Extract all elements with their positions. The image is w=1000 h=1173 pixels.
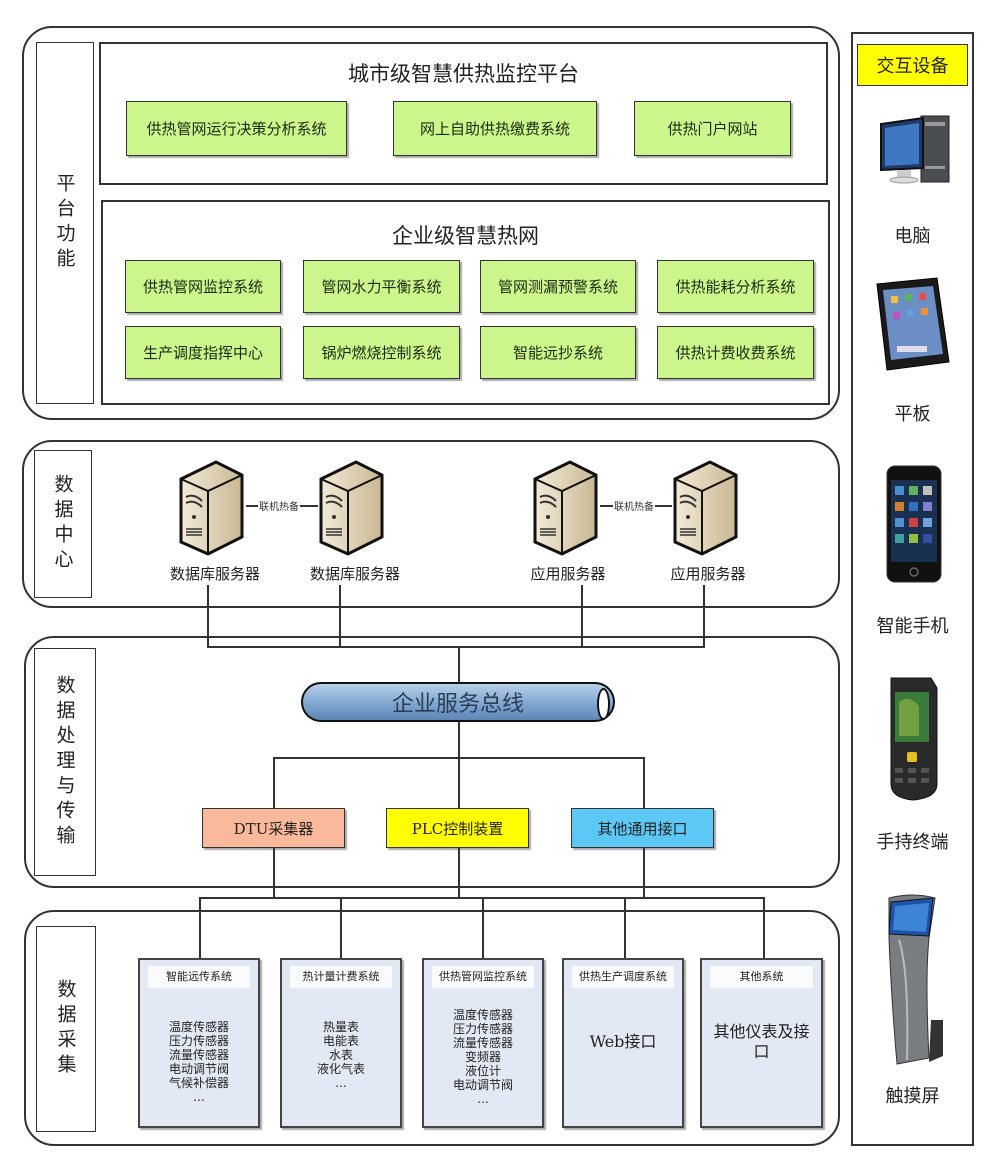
system-box[interactable]: 供热管网监控系统 — [125, 260, 281, 313]
enterprise-service-bus[interactable]: 企业服务总线 — [301, 682, 615, 722]
other-interface[interactable]: 其他通用接口 — [571, 808, 714, 848]
other-meters-label: 其他仪表及接口 — [713, 1022, 810, 1061]
connector — [458, 722, 460, 758]
device-label: 手持终端 — [876, 832, 949, 853]
layer-label-collection: 数据采集 — [36, 926, 96, 1132]
collection-system-title: 其他系统 — [710, 966, 813, 988]
item: 温度传感器 — [452, 1008, 513, 1022]
connector — [458, 757, 460, 809]
enterprise-title: 企业级智慧热网 — [392, 224, 539, 248]
server-icon — [673, 460, 738, 556]
collection-items: 温度传感器 压力传感器 流量传感器 电动调节阀 气候补偿器 ... — [140, 1020, 258, 1104]
server-label: 应用服务器 — [530, 565, 606, 583]
handheld-terminal-icon[interactable] — [883, 672, 943, 804]
system-box[interactable]: 供热门户网站 — [634, 101, 791, 156]
item: 水表 — [328, 1048, 353, 1062]
item: ... — [477, 1092, 489, 1106]
system-box[interactable]: 供热管网运行决策分析系统 — [126, 101, 347, 156]
connector — [581, 585, 583, 647]
collection-system-title: 供热生产调度系统 — [572, 966, 674, 988]
plc-controller[interactable]: PLC控制装置 — [386, 808, 529, 848]
connector — [643, 757, 645, 809]
connector — [207, 646, 705, 648]
item: ... — [193, 1090, 205, 1104]
collection-system-title: 供热管网监控系统 — [432, 966, 534, 988]
system-box[interactable]: 管网测漏预警系统 — [480, 260, 636, 313]
layer-label-processing: 数据处理与传输 — [34, 648, 96, 876]
connector — [207, 636, 209, 648]
system-box[interactable]: 锅炉燃烧控制系统 — [303, 326, 460, 379]
collection-system[interactable]: 热计量计费系统 热量表 电能表 水表 液化气表 ... — [280, 958, 402, 1128]
system-box[interactable]: 网上自助供热缴费系统 — [393, 101, 597, 156]
connector — [482, 897, 484, 959]
connector — [339, 585, 341, 647]
item: 电动调节阀 — [168, 1062, 229, 1076]
item: 变频器 — [464, 1050, 501, 1064]
tablet-icon[interactable] — [867, 274, 957, 374]
smartphone-icon[interactable] — [883, 462, 945, 586]
system-box[interactable]: 智能远抄系统 — [480, 326, 636, 379]
collection-system-title: 热计量计费系统 — [290, 966, 392, 988]
hot-backup-label: 联机热备 — [258, 498, 300, 513]
system-box[interactable]: 供热计费收费系统 — [657, 326, 814, 379]
connector — [273, 848, 275, 898]
connector — [643, 848, 645, 898]
item: 压力传感器 — [168, 1034, 229, 1048]
connector — [624, 897, 626, 959]
dtu-collector[interactable]: DTU采集器 — [202, 808, 345, 848]
item: 流量传感器 — [168, 1048, 229, 1062]
collection-items: 热量表 电能表 水表 液化气表 ... — [282, 1020, 400, 1090]
collection-items: 温度传感器 压力传感器 流量传感器 变频器 液位计 电动调节阀 ... — [424, 1008, 542, 1106]
device-label: 电脑 — [894, 226, 931, 247]
connector — [703, 585, 705, 647]
city-platform-title: 城市级智慧供热监控平台 — [348, 62, 579, 86]
collection-system[interactable]: 智能远传系统 温度传感器 压力传感器 流量传感器 电动调节阀 气候补偿器 ... — [138, 958, 260, 1128]
layer-processing — [24, 636, 840, 888]
server-icon — [319, 460, 384, 556]
item: 电动调节阀 — [452, 1078, 513, 1092]
collection-system[interactable]: 供热生产调度系统 Web接口 — [562, 958, 684, 1128]
pipe-end-icon — [597, 688, 610, 720]
connector — [199, 897, 201, 959]
connector — [458, 646, 460, 682]
device-label: 平板 — [894, 404, 931, 425]
server-label: 数据库服务器 — [309, 565, 400, 583]
device-label: 智能手机 — [876, 616, 949, 637]
item: ... — [335, 1076, 347, 1090]
bus-label: 企业服务总线 — [391, 692, 524, 717]
device-label: 触摸屏 — [885, 1086, 940, 1107]
computer-icon[interactable] — [877, 112, 953, 192]
item: 温度传感器 — [168, 1020, 229, 1034]
hot-backup-label: 联机热备 — [613, 498, 655, 513]
touchscreen-kiosk-icon[interactable] — [875, 890, 955, 1070]
system-box[interactable]: 供热能耗分析系统 — [657, 260, 814, 313]
server-label: 应用服务器 — [670, 565, 746, 583]
interaction-devices-title: 交互设备 — [857, 44, 968, 86]
connector — [273, 757, 275, 809]
item: 气候补偿器 — [168, 1076, 229, 1090]
item: 压力传感器 — [452, 1022, 513, 1036]
collection-system[interactable]: 供热管网监控系统 温度传感器 压力传感器 流量传感器 变频器 液位计 电动调节阀… — [422, 958, 544, 1128]
connector — [207, 585, 209, 647]
item: 液位计 — [464, 1064, 501, 1078]
collection-system[interactable]: 其他系统 其他仪表及接口 — [700, 958, 823, 1128]
item: 热量表 — [322, 1020, 359, 1034]
layer-label-datacenter: 数据中心 — [34, 450, 92, 598]
layer-label-platform: 平台功能 — [36, 42, 94, 404]
collection-system-title: 智能远传系统 — [148, 966, 250, 988]
item: 流量传感器 — [452, 1036, 513, 1050]
server-icon — [533, 460, 598, 556]
connector — [458, 848, 460, 898]
server-icon — [179, 460, 244, 556]
connector — [763, 897, 765, 959]
web-interface-label: Web接口 — [589, 1032, 657, 1051]
system-box[interactable]: 管网水力平衡系统 — [303, 260, 460, 313]
interaction-devices-panel: 交互设备 电脑 平板 智能手机 — [851, 32, 974, 1146]
item: 液化气表 — [316, 1062, 365, 1076]
item: 电能表 — [322, 1034, 359, 1048]
server-label: 数据库服务器 — [169, 565, 260, 583]
layer-collection — [24, 910, 840, 1146]
connector — [340, 897, 342, 959]
system-box[interactable]: 生产调度指挥中心 — [125, 326, 281, 379]
